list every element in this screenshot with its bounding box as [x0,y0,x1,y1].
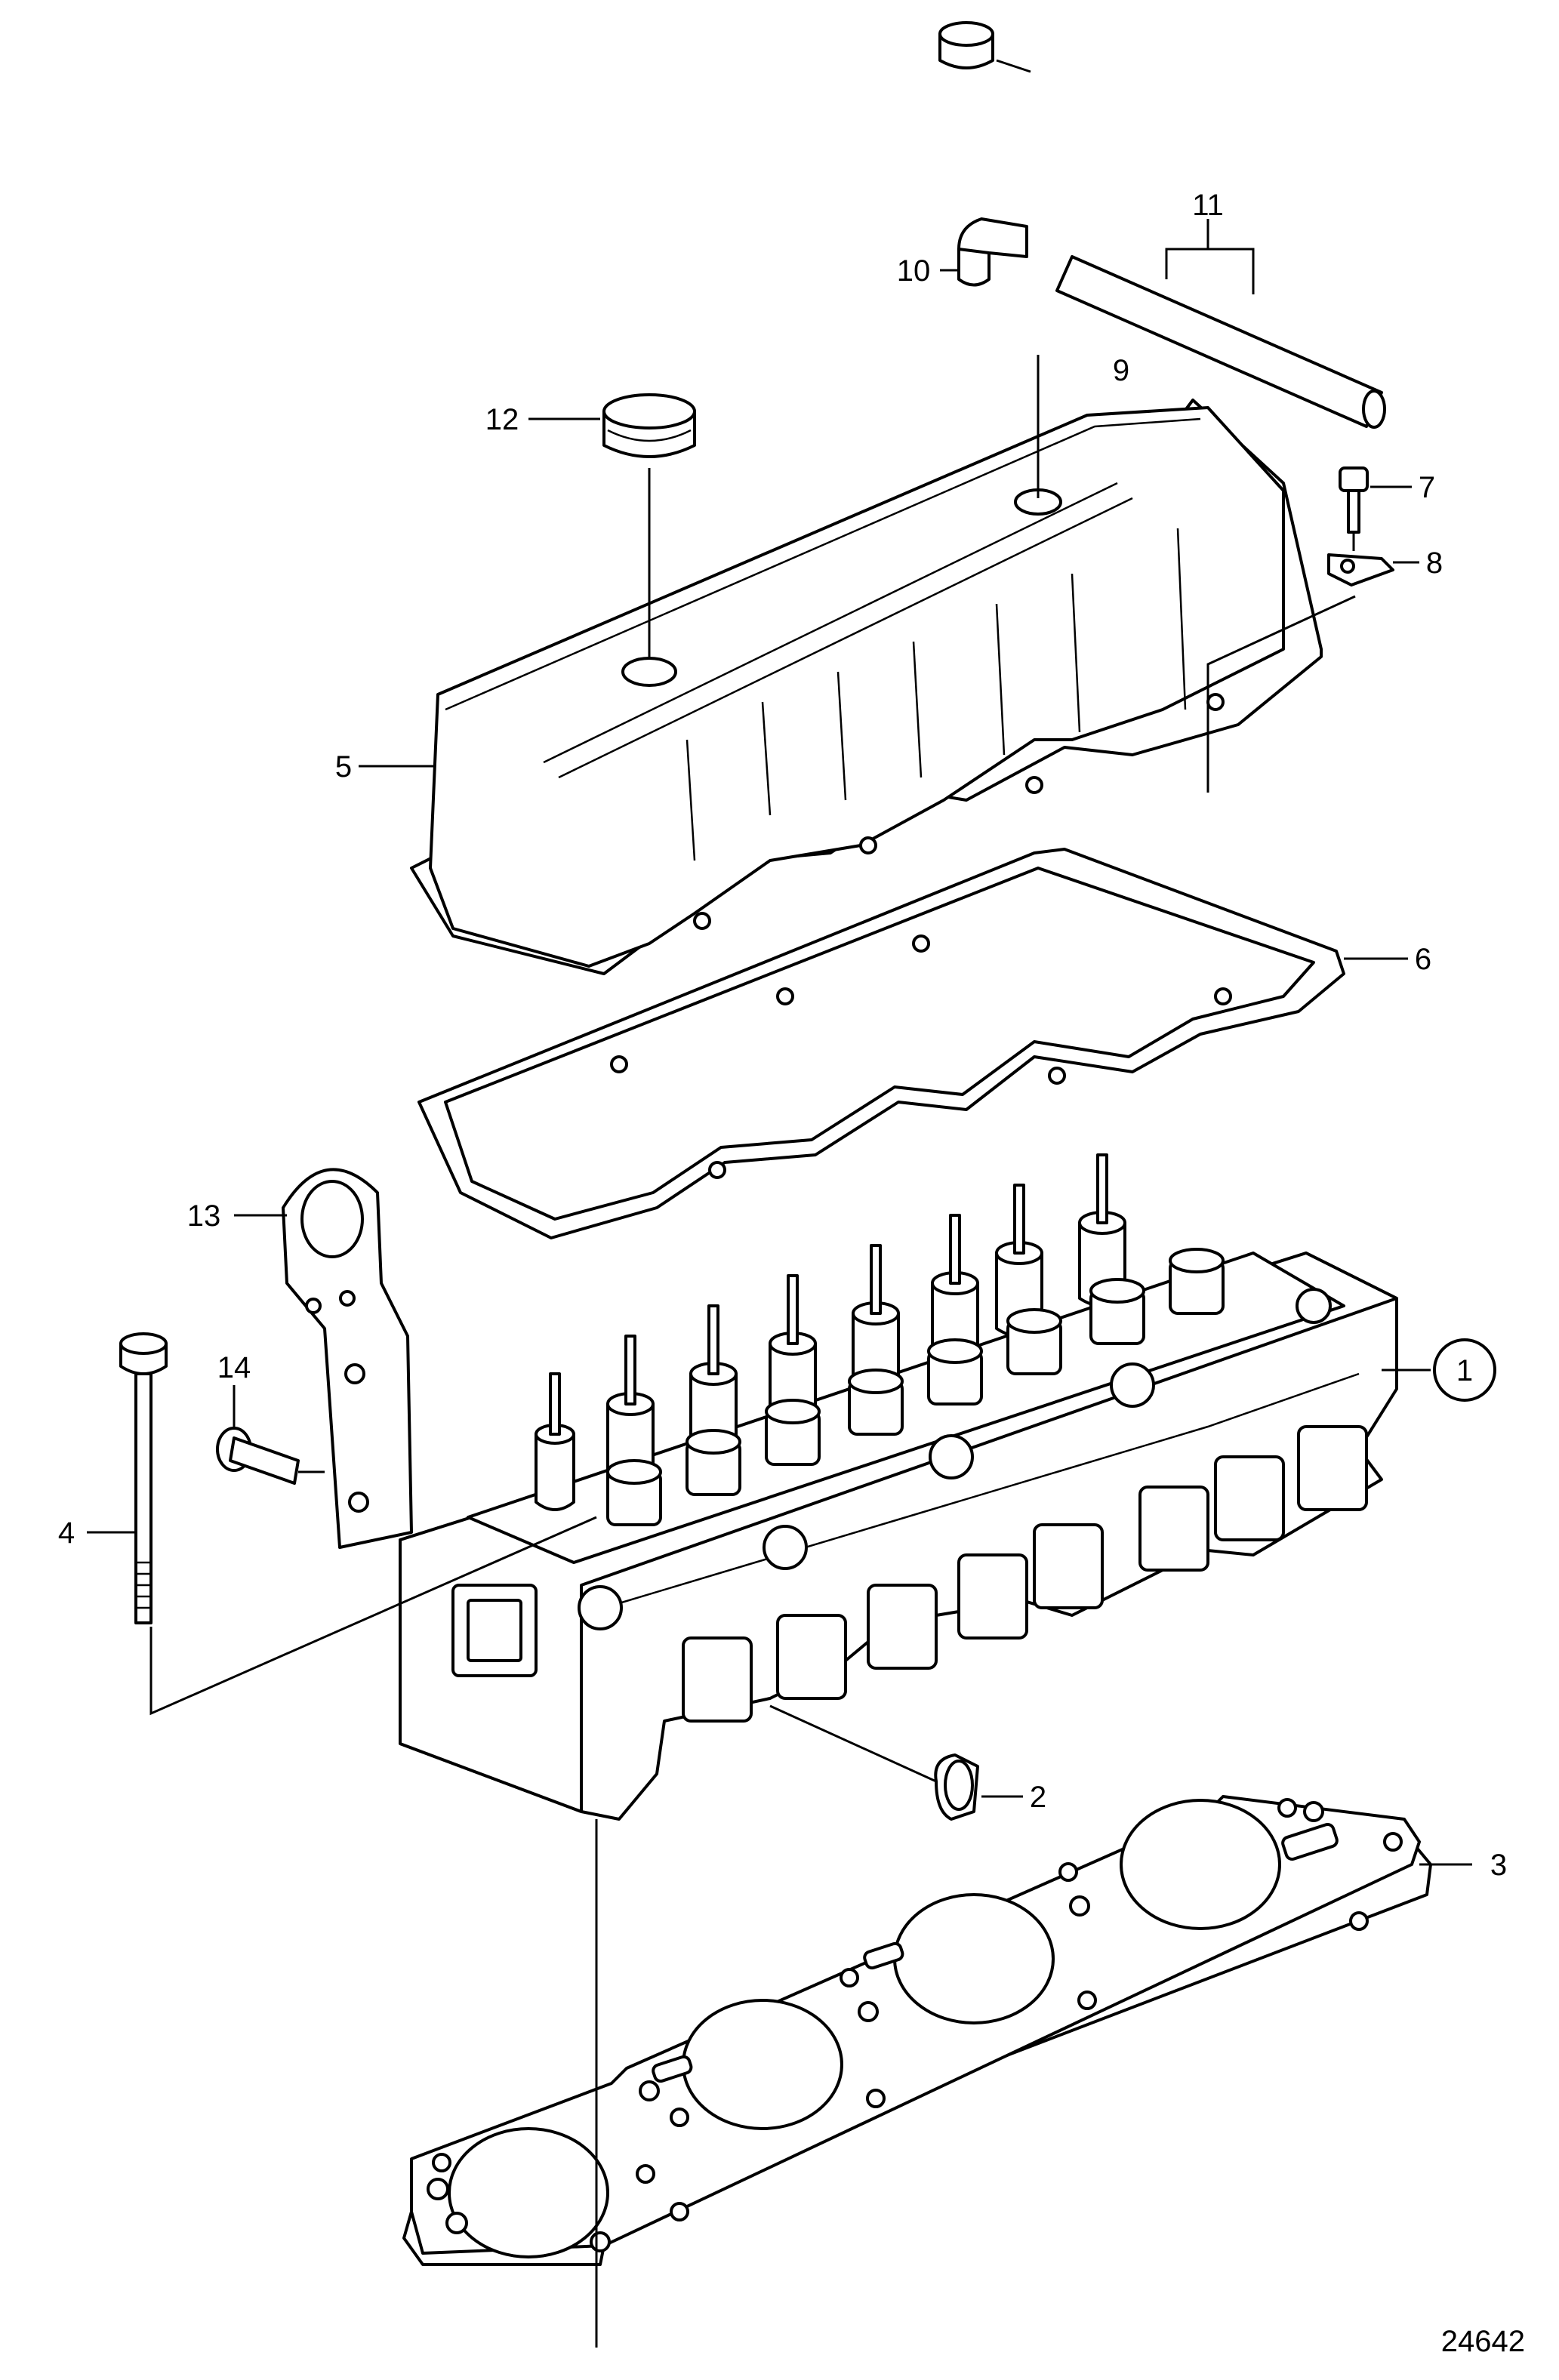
callout-11: 11 [1192,189,1224,222]
oil-filler-cap [602,393,696,458]
callout-14: 14 [217,1351,251,1384]
callout-labels: 1 2 3 4 5 6 7 8 9 10 11 12 13 14 24642 [58,189,1525,2358]
callout-5: 5 [335,750,352,784]
cover-screw [1339,466,1369,534]
rocker-cover [410,399,1323,975]
valve-guides [535,1153,1225,1526]
head-gasket [402,1795,1432,2266]
cylinder-head-bolt [119,1332,168,1624]
breather-hose [1055,255,1386,429]
callout-4: 4 [58,1516,75,1550]
lifting-eye [282,1168,413,1549]
callout-6: 6 [1415,943,1431,976]
callout-7: 7 [1419,471,1435,504]
callout-13: 13 [187,1199,221,1233]
callout-9: 9 [1113,354,1129,387]
figure-number: 24642 [1441,2325,1525,2358]
core-plug [934,1753,979,1821]
callout-3: 3 [1490,1849,1507,1882]
callout-1-circle [1433,1338,1496,1402]
breather-grommet [938,21,994,69]
callout-12: 12 [485,403,519,436]
breather-elbow [957,217,1028,287]
callout-10: 10 [897,254,931,288]
callout-2: 2 [1030,1781,1046,1814]
callout-8: 8 [1426,547,1443,580]
leader-lines [87,59,1472,2348]
rocker-cover-gasket [417,848,1345,1239]
callout-1: 1 [1456,1354,1473,1387]
lifting-eye-screw [216,1427,300,1485]
cover-clip [1327,553,1394,587]
